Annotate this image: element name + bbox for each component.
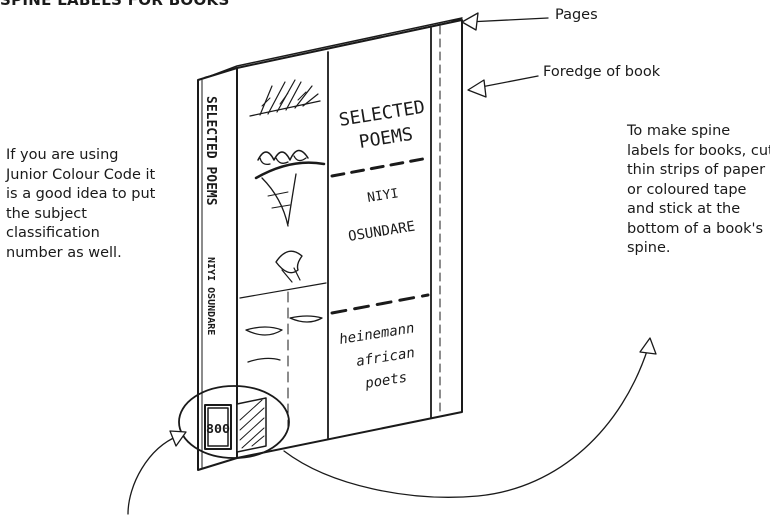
spine-label-instructions: To make spine labels for books, cut thin…	[627, 123, 770, 256]
classification-note: If you are using Junior Colour Code it i…	[6, 147, 156, 261]
cover-author-line1: NIYI	[366, 186, 399, 206]
page-title: SPINE LABELS FOR BOOKS	[0, 0, 230, 9]
spine-title-text: SELECTED POEMS	[203, 96, 218, 206]
instructions-arrow	[283, 337, 657, 498]
book-cover	[204, 19, 463, 459]
pages-callout: Pages	[555, 7, 598, 23]
label-arrow	[127, 430, 187, 515]
pages-arrow	[461, 12, 549, 31]
foredge-arrow	[467, 75, 539, 98]
foredge-callout: Foredge of book	[543, 64, 661, 80]
highlight-circle	[178, 385, 290, 459]
spine-author-text: NIYI OSUNDARE	[205, 257, 216, 335]
label-number-text: 800	[206, 422, 230, 436]
series-line3: poets	[363, 370, 408, 393]
hatched-label-square	[236, 397, 267, 453]
spine-label	[204, 404, 232, 450]
